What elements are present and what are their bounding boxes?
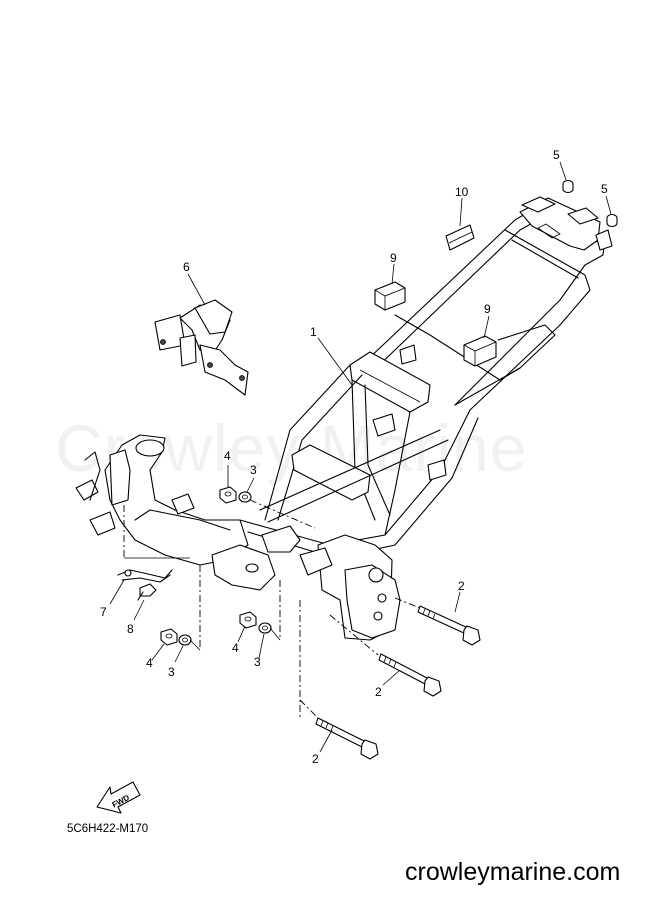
callout-3-right: 3 (254, 655, 261, 669)
callout-10: 10 (455, 185, 469, 199)
callout-6: 6 (183, 260, 190, 274)
callout-2-middle: 2 (375, 685, 382, 699)
part-2-bolt-lower (315, 717, 379, 760)
part-9-damper-upper (374, 281, 406, 311)
phantom-lines (123, 499, 421, 720)
part-2-bolt-upper (417, 605, 481, 646)
part-3-washer-upper (238, 491, 252, 503)
callout-9-lower: 9 (484, 302, 491, 316)
callout-3-left: 3 (168, 665, 175, 679)
callout-4-upper: 4 (224, 449, 231, 463)
callout-5-right: 5 (601, 182, 608, 196)
part-10-pad (445, 224, 475, 251)
part-3-washer-right (258, 622, 272, 634)
callout-9-upper: 9 (390, 251, 397, 265)
frame-assembly (75, 196, 613, 641)
callout-8: 8 (127, 622, 134, 636)
part-5-cap-right (606, 213, 618, 227)
part-3-washer-left (178, 634, 192, 646)
callout-2-lower: 2 (312, 752, 319, 766)
callout-1: 1 (310, 325, 317, 339)
callout-4-left: 4 (146, 656, 153, 670)
callout-2-upper: 2 (458, 579, 465, 593)
part-5-cap-left (562, 179, 574, 193)
callout-4-right: 4 (232, 641, 239, 655)
leader-lines (109, 161, 612, 753)
part-4-nut-upper (219, 486, 237, 504)
part-7-spring-hook (117, 569, 173, 583)
fwd-arrow: FWD (96, 781, 141, 814)
part-4-nut-left (160, 628, 178, 646)
drawing-code: 5C6H422-M170 (67, 823, 149, 835)
callout-5-left: 5 (553, 148, 560, 162)
part-4-nut-right (239, 611, 257, 629)
callouts: 1 2 2 2 3 3 3 4 4 4 5 5 6 7 8 9 9 10 (100, 148, 608, 766)
callout-7: 7 (100, 605, 107, 619)
part-6-bracket (154, 299, 249, 396)
part-2-bolt-middle (378, 653, 442, 697)
part-9-damper-lower (463, 335, 497, 367)
callout-3-upper: 3 (250, 463, 257, 477)
part-8-bolt (137, 583, 157, 601)
site-url: crowleymarine.com (405, 858, 621, 886)
